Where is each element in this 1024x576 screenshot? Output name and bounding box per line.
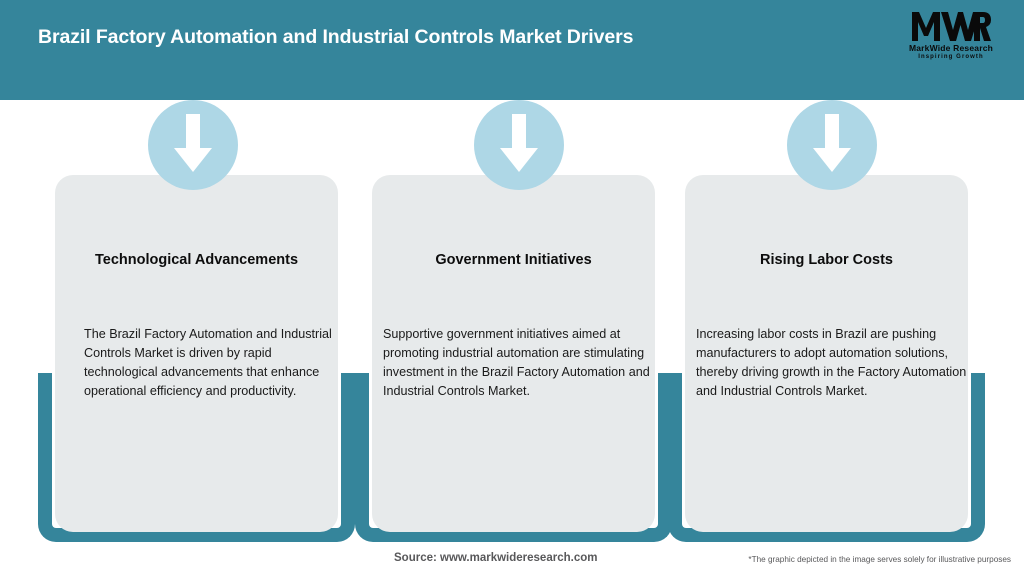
footer-source-label: Source: www.markwideresearch.com [394,552,598,564]
card-heading-3: Rising Labor Costs [760,252,893,268]
driver-card-2: Government Initiatives Supportive govern… [355,100,672,542]
card-badge-1 [148,100,238,190]
card-body-3: Increasing labor costs in Brazil are pus… [696,327,967,398]
driver-cards-container: Technological Advancements The Brazil Fa… [0,100,1024,542]
card-heading-2: Government Initiatives [435,252,592,268]
logo-company-name: MarkWide Research [908,43,994,53]
footer: Source: www.markwideresearch.com *The gr… [0,540,1024,576]
brand-logo: MarkWide Research Inspiring Growth [896,10,1006,66]
logo-tagline: Inspiring Growth [918,54,984,60]
card-panel-1 [55,175,338,532]
header-bar: Brazil Factory Automation and Industrial… [0,0,1024,100]
card-badge-2 [474,100,564,190]
card-panel-2 [372,175,655,532]
driver-card-3: Rising Labor Costs Increasing labor cost… [668,100,985,542]
card-badge-3 [787,100,877,190]
card-panel-3 [685,175,968,532]
footer-disclaimer-label: *The graphic depicted in the image serve… [748,555,1011,564]
down-arrow-icon [174,114,212,172]
card-body-2: Supportive government initiatives aimed … [383,327,650,398]
driver-card-1: Technological Advancements The Brazil Fa… [38,100,355,542]
card-heading-1: Technological Advancements [94,252,299,268]
mwr-monogram-icon [912,12,991,41]
card-body-1: The Brazil Factory Automation and Indust… [84,327,332,398]
down-arrow-icon [813,114,851,172]
page-title: Brazil Factory Automation and Industrial… [38,26,634,48]
down-arrow-icon [500,114,538,172]
